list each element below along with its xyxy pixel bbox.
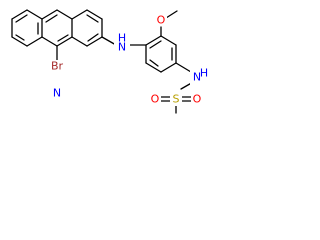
atom-nh-top-n: N <box>118 41 126 54</box>
atom-n-acridine: N <box>53 87 61 100</box>
acridine-left-ring <box>11 9 43 47</box>
o-methyl-bond <box>165 10 178 19</box>
atom-nh-top-h: H <box>118 32 126 45</box>
c9-nh-bond <box>101 36 117 46</box>
anisole-ring <box>145 35 177 73</box>
atom-nh-right-h: H <box>200 67 208 80</box>
atom-o-sulfonyl-left: O <box>151 93 160 106</box>
acridine-central-ring <box>41 9 73 47</box>
ring-nh-bond <box>175 62 192 73</box>
structure-canvas: Br N H N O H N S O O <box>11 9 208 114</box>
atom-nh-right-n: N <box>193 71 201 84</box>
atom-o-sulfonyl-right: O <box>193 93 202 106</box>
atom-br: Br <box>51 60 64 73</box>
atom-s: S <box>173 93 180 106</box>
acridine-right-ring <box>71 9 103 47</box>
atom-o-methoxy: O <box>157 14 166 27</box>
